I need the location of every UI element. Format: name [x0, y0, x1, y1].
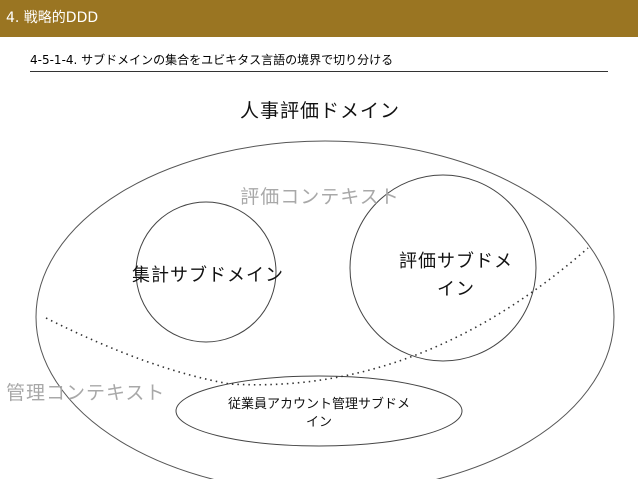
subtitle-divider — [30, 71, 608, 72]
aggregation-subdomain-label: 集計サブドメイン — [132, 265, 284, 286]
employee-account-subdomain-ellipse — [175, 375, 463, 447]
evaluation-subdomain-label-line2: イン — [437, 279, 475, 300]
header-bar: 4. 戦略的DDD — [0, 0, 638, 37]
aggregation-subdomain-circle — [135, 201, 277, 343]
evaluation-subdomain-label-line1: 評価サブドメ — [399, 251, 513, 272]
domain-ellipse — [35, 140, 615, 479]
evaluation-subdomain-circle — [349, 174, 537, 362]
domain-title: 人事評価ドメイン — [239, 100, 400, 122]
employee-account-subdomain-label-line2: イン — [305, 415, 332, 430]
evaluation-context-label: 評価コンテキスト — [240, 186, 400, 208]
employee-account-subdomain-label-line1: 従業員アカウント管理サブドメ — [227, 397, 410, 412]
employee-account-subdomain-label: 従業員アカウント管理サブドメ イン — [200, 396, 438, 432]
management-context-label: 管理コンテキスト — [6, 382, 166, 404]
slide-subtitle: 4-5-1-4. サブドメインの集合をユビキタス言語の境界で切り分ける — [30, 53, 394, 67]
evaluation-subdomain-label: 評価サブドメ イン — [366, 248, 546, 304]
header-title: 4. 戦略的DDD — [6, 10, 99, 26]
context-boundary-dotted — [45, 247, 589, 386]
